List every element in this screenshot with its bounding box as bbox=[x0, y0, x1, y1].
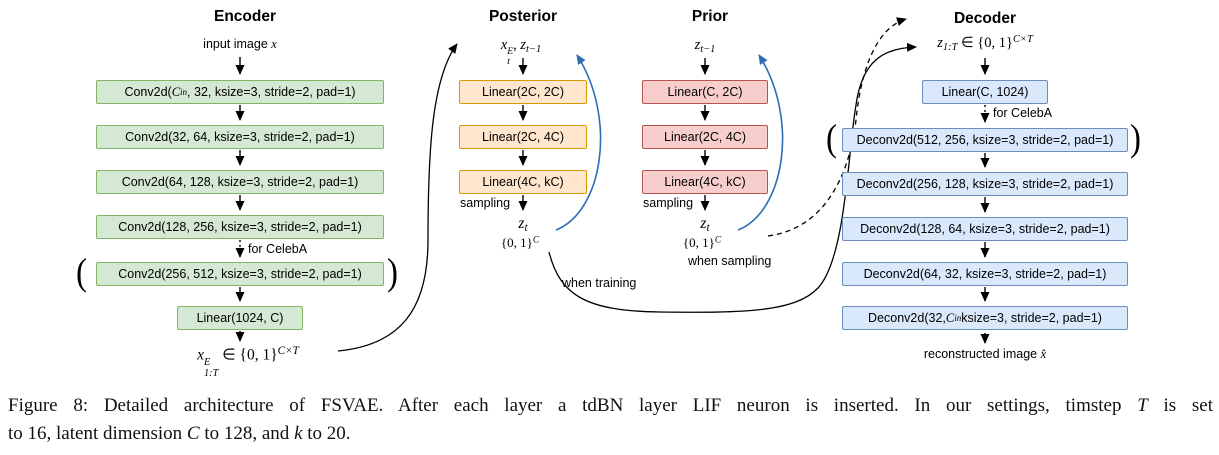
posterior-linear2-box: Linear(2C, 4C) bbox=[459, 125, 587, 149]
figure-caption-line1: Figure 8: Detailed architecture of FSVAE… bbox=[8, 395, 1213, 416]
posterior-linear3-box: Linear(4C, kC) bbox=[459, 170, 587, 194]
decoder-close-paren: ) bbox=[1130, 118, 1141, 160]
decoder-deconv3-box: Deconv2d(128, 64, ksize=3, stride=2, pad… bbox=[842, 217, 1128, 241]
arrows-layer bbox=[235, 17, 990, 352]
posterior-title: Posterior bbox=[488, 8, 558, 25]
encoder-open-paren: ( bbox=[76, 252, 87, 294]
posterior-z-to-decoder-arrow bbox=[548, 42, 917, 313]
encoder-close-paren: ) bbox=[387, 252, 398, 294]
decoder-linear-box: Linear(C, 1024) bbox=[922, 80, 1048, 104]
encoder-conv5-box: Conv2d(256, 512, ksize=3, stride=2, pad=… bbox=[96, 262, 384, 286]
decoder-deconv2-box: Deconv2d(256, 128, ksize=3, stride=2, pa… bbox=[842, 172, 1128, 196]
prior-recurrence-arrow bbox=[737, 54, 784, 231]
when-sampling-label: when sampling bbox=[688, 254, 772, 268]
decoder-for-celeba-label: for CelebA bbox=[993, 106, 1053, 120]
when-training-label: when training bbox=[562, 276, 637, 290]
decoder-deconv4-box: Deconv2d(64, 32, ksize=3, stride=2, pad=… bbox=[842, 262, 1128, 286]
decoder-title: Decoder bbox=[953, 10, 1017, 27]
decoder-output-label: reconstructed image x̂ bbox=[923, 347, 1047, 361]
prior-z-math: zt bbox=[700, 215, 710, 235]
encoder-title: Encoder bbox=[213, 8, 277, 25]
prior-domain-math: {0, 1}C bbox=[682, 235, 722, 250]
encoder-conv3-box: Conv2d(64, 128, ksize=3, stride=2, pad=1… bbox=[96, 170, 384, 194]
posterior-recurrence-arrow bbox=[555, 54, 602, 231]
encoder-conv4-box: Conv2d(128, 256, ksize=3, stride=2, pad=… bbox=[96, 215, 384, 239]
decoder-input-math: z1:T ∈ {0, 1}C×T bbox=[937, 34, 1033, 54]
decoder-deconv1-box: Deconv2d(512, 256, ksize=3, stride=2, pa… bbox=[842, 128, 1128, 152]
decoder-open-paren: ( bbox=[826, 118, 837, 160]
posterior-linear1-box: Linear(2C, 2C) bbox=[459, 80, 587, 104]
prior-sampling-label: sampling bbox=[643, 196, 694, 210]
encoder-input-label: input image x bbox=[203, 37, 277, 51]
posterior-domain-math: {0, 1}C bbox=[500, 235, 540, 250]
encoder-for-celeba-label: for CelebA bbox=[248, 242, 308, 256]
encoder-conv2-box: Conv2d(32, 64, ksize=3, stride=2, pad=1) bbox=[96, 125, 384, 149]
figure-caption-line2: to 16, latent dimension C to 128, and k … bbox=[8, 423, 351, 444]
encoder-linear-box: Linear(1024, C) bbox=[177, 306, 303, 330]
posterior-z-math: zt bbox=[518, 215, 528, 235]
prior-linear2-box: Linear(2C, 4C) bbox=[642, 125, 768, 149]
posterior-sampling-label: sampling bbox=[460, 196, 511, 210]
prior-z-to-decoder-dashed-arrow bbox=[767, 17, 907, 237]
prior-title: Prior bbox=[691, 8, 729, 25]
prior-linear3-box: Linear(4C, kC) bbox=[642, 170, 768, 194]
prior-linear1-box: Linear(C, 2C) bbox=[642, 80, 768, 104]
encoder-output-to-posterior-arrow bbox=[337, 43, 458, 352]
prior-input-math: zt−1 bbox=[694, 37, 716, 55]
